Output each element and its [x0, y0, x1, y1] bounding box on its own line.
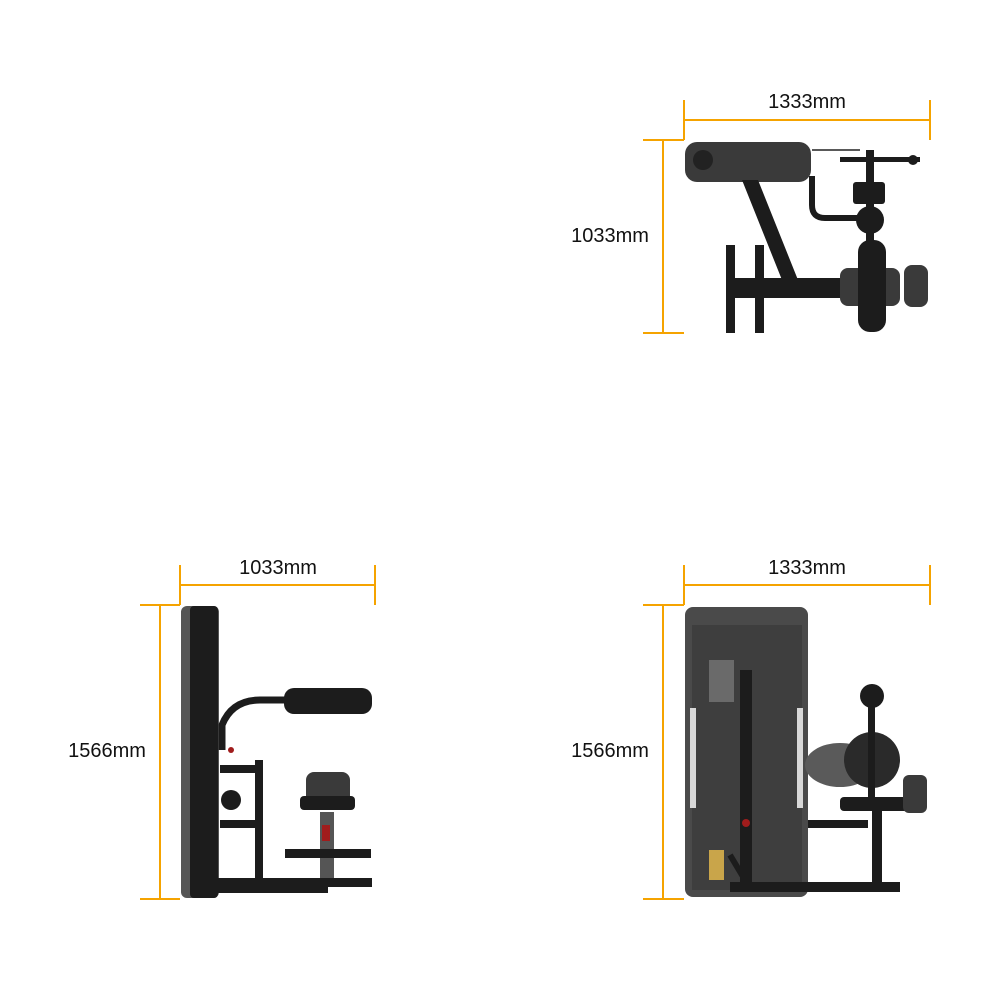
front-side-window — [797, 708, 803, 808]
front-height-label: 1566mm — [571, 740, 649, 762]
side-foot-bar — [320, 878, 372, 887]
side-height-dimension: 1566mm — [68, 604, 180, 900]
top-adjustment-rod — [840, 157, 920, 162]
side-curved-arm — [218, 696, 290, 750]
side-base — [218, 878, 328, 893]
top-base-beam — [730, 278, 845, 298]
top-rod-knob — [908, 155, 918, 165]
side-height-label: 1566mm — [68, 740, 146, 762]
top-bent-arm — [809, 176, 862, 221]
top-side-pad — [904, 265, 928, 307]
side-view: 1033mm 1566mm — [68, 557, 376, 900]
front-warning-label — [709, 850, 724, 880]
front-width-label: 1333mm — [768, 557, 846, 579]
top-depth-label: 1033mm — [571, 225, 649, 247]
side-roller-pad — [284, 688, 372, 714]
top-pad-end-cap — [693, 150, 713, 170]
top-width-label: 1333mm — [768, 91, 846, 113]
side-view-machine — [181, 606, 372, 898]
side-red-knob — [228, 747, 234, 753]
front-red-pin — [742, 819, 750, 827]
side-seat — [300, 796, 355, 810]
side-seat-post — [320, 812, 334, 882]
front-seat-post — [872, 810, 882, 890]
side-support-post — [255, 760, 263, 880]
top-pivot-disc — [856, 206, 884, 234]
side-pivot-disc — [221, 790, 241, 810]
front-view-machine — [685, 607, 927, 897]
top-diagonal-strut — [742, 180, 800, 285]
side-foot-bar — [285, 849, 371, 858]
front-side-window — [690, 708, 696, 808]
top-width-dimension: 1333mm — [683, 91, 931, 140]
side-cross-bar — [220, 820, 260, 828]
front-weight-slot — [740, 670, 752, 890]
front-cross-bar — [808, 820, 868, 828]
top-view: 1333mm 1033mm — [571, 91, 931, 334]
front-side-pad — [903, 775, 927, 813]
front-base — [730, 882, 900, 892]
side-cross-bar — [220, 765, 260, 773]
top-mount-bracket — [853, 182, 885, 204]
front-foot-lever — [727, 853, 748, 882]
side-depth-label: 1033mm — [239, 557, 317, 579]
top-leg-roller — [858, 240, 886, 332]
top-back-pad — [685, 142, 811, 182]
front-width-dimension: 1333mm — [683, 557, 931, 605]
front-top-knob — [860, 684, 884, 708]
side-frame-column — [190, 606, 218, 898]
top-view-machine — [685, 142, 928, 333]
front-instruction-placard — [709, 660, 734, 702]
front-lever-column — [868, 705, 875, 805]
top-depth-dimension: 1033mm — [571, 139, 684, 334]
front-seat — [840, 797, 910, 811]
side-depth-dimension: 1033mm — [179, 557, 376, 605]
side-red-pin — [322, 825, 330, 841]
front-height-dimension: 1566mm — [571, 604, 684, 900]
front-view: 1333mm 1566mm — [571, 557, 931, 900]
